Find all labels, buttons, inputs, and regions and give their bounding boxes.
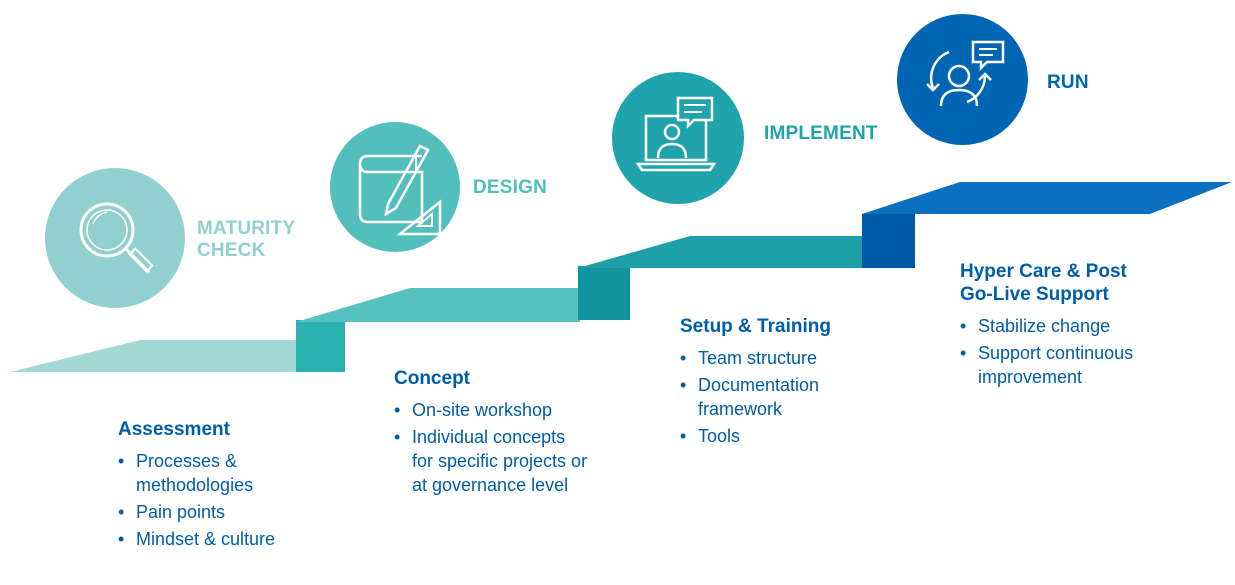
design-circle: [330, 122, 460, 252]
assessment-block: Assessment Processes & methodologies Pai…: [118, 418, 338, 554]
step-implement: [578, 236, 862, 268]
phase-label-maturity-check: MATURITY CHECK: [197, 218, 296, 261]
magnifier-icon: [79, 202, 154, 274]
list-item: Processes & methodologies: [118, 449, 286, 497]
run-circle: [897, 14, 1028, 145]
hyper-care-list: Stabilize change Support continuous impr…: [960, 314, 1200, 389]
concept-title: Concept: [394, 368, 470, 389]
concept-list: On-site workshop Individual concepts for…: [394, 398, 594, 497]
list-item: Stabilize change: [960, 314, 1200, 338]
phase-label-implement: IMPLEMENT: [764, 123, 878, 144]
list-item: Individual concepts for specific project…: [394, 425, 588, 497]
list-item: Team structure: [680, 346, 880, 370]
hyper-care-title: Hyper Care & Post Go-Live Support: [960, 261, 1127, 305]
setup-training-list: Team structure Documentation framework T…: [680, 346, 880, 448]
step-maturity-check: [10, 340, 296, 372]
step-riser-2: [578, 266, 630, 320]
list-item: On-site workshop: [394, 398, 594, 422]
step-riser-3: [862, 214, 915, 268]
step-design: [296, 288, 580, 322]
hyper-care-block: Hyper Care & Post Go-Live Support Stabil…: [960, 260, 1200, 392]
support-cycle-icon: [926, 40, 1005, 107]
list-item: Documentation framework: [680, 373, 858, 421]
step-run: [862, 182, 1232, 214]
assessment-list: Processes & methodologies Pain points Mi…: [118, 449, 338, 551]
assessment-title: Assessment: [118, 419, 230, 440]
list-item: Tools: [680, 424, 880, 448]
setup-training-title: Setup & Training: [680, 316, 831, 337]
implement-circle: [612, 72, 744, 204]
setup-training-block: Setup & Training Team structure Document…: [680, 315, 880, 451]
blueprint-pencil-icon: [358, 144, 442, 236]
phase-label-run: RUN: [1047, 72, 1089, 93]
video-call-icon: [635, 96, 717, 172]
list-item: Mindset & culture: [118, 527, 338, 551]
maturity-check-circle: [45, 168, 185, 308]
concept-block: Concept On-site workshop Individual conc…: [394, 367, 594, 500]
list-item: Pain points: [118, 500, 338, 524]
phase-label-design: DESIGN: [473, 177, 548, 198]
list-item: Support continuous improvement: [960, 341, 1188, 389]
step-riser-1: [296, 320, 345, 372]
